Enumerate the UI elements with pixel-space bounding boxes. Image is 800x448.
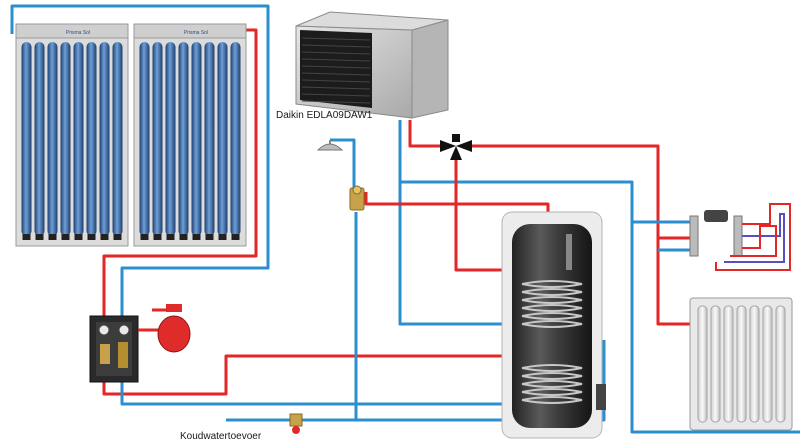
thermostatic-mixing-valve-icon [349, 185, 365, 211]
vacuum-tube [47, 42, 58, 236]
solar-collector-panel: Prisma Sol [15, 23, 129, 247]
vacuum-tube [99, 42, 110, 236]
solar-collectors: Prisma Sol Prisma Sol [15, 23, 247, 247]
three-way-valve-icon [440, 134, 472, 160]
heat-pump-label: Daikin EDLA09DAW1 [276, 110, 373, 121]
shower-supply-pipe [330, 138, 356, 188]
floor-heating-manifold [689, 203, 791, 271]
radiator-fin [762, 305, 773, 423]
radiator-fin [736, 305, 747, 423]
vacuum-tube [86, 42, 97, 236]
solar-pump-station [89, 315, 162, 383]
vacuum-tube [165, 42, 176, 236]
expansion-vessel-icon [152, 304, 191, 353]
collector-brand-label: Prisma Sol [66, 30, 90, 36]
mixing-cold-pipe [296, 212, 358, 422]
vacuum-tube [112, 42, 123, 236]
vacuum-tube [217, 42, 228, 236]
solar-collector-panel: Prisma Sol [133, 23, 247, 247]
dhw-hot-pipe [364, 192, 550, 214]
vacuum-tube [34, 42, 45, 236]
cold-inlet-pipe [226, 340, 606, 422]
solar-coil-return-pipe [120, 382, 512, 406]
vacuum-tube [21, 42, 32, 236]
solar-return-pipe [10, 4, 270, 318]
radiator-fin [749, 305, 760, 423]
vacuum-tube [73, 42, 84, 236]
radiator-fin [697, 305, 708, 423]
radiator-fin [723, 305, 734, 423]
vacuum-tube [204, 42, 215, 236]
fan-grille-icon [300, 30, 372, 108]
vacuum-tube [152, 42, 163, 236]
solar-flow-pipe [102, 28, 258, 318]
cold-water-inlet-valve-icon [289, 413, 303, 434]
heating-flow-pipe [468, 144, 690, 326]
radiator-fin [710, 305, 721, 423]
vacuum-tube [230, 42, 241, 236]
tank-coil-flow-pipe [454, 156, 512, 272]
solar-coil-flow-pipe [102, 354, 512, 396]
heat-pump-flow-pipe [408, 120, 444, 148]
vacuum-tube [191, 42, 202, 236]
collector-brand-label: Prisma Sol [184, 30, 208, 36]
shower-head-icon [316, 140, 344, 151]
tank-coil-return-pipe [398, 182, 512, 326]
heat-pump-outdoor-unit [295, 11, 449, 119]
cold-water-inlet-label: Koudwatertoevoer [180, 431, 262, 442]
pipework [10, 4, 800, 434]
vacuum-tube [139, 42, 150, 236]
vacuum-tube [60, 42, 71, 236]
hot-water-storage-tank [501, 211, 606, 439]
radiator-fin [775, 305, 786, 423]
vacuum-tube [178, 42, 189, 236]
radiator-icon [689, 297, 793, 431]
heat-pump-return-pipe [398, 120, 800, 434]
